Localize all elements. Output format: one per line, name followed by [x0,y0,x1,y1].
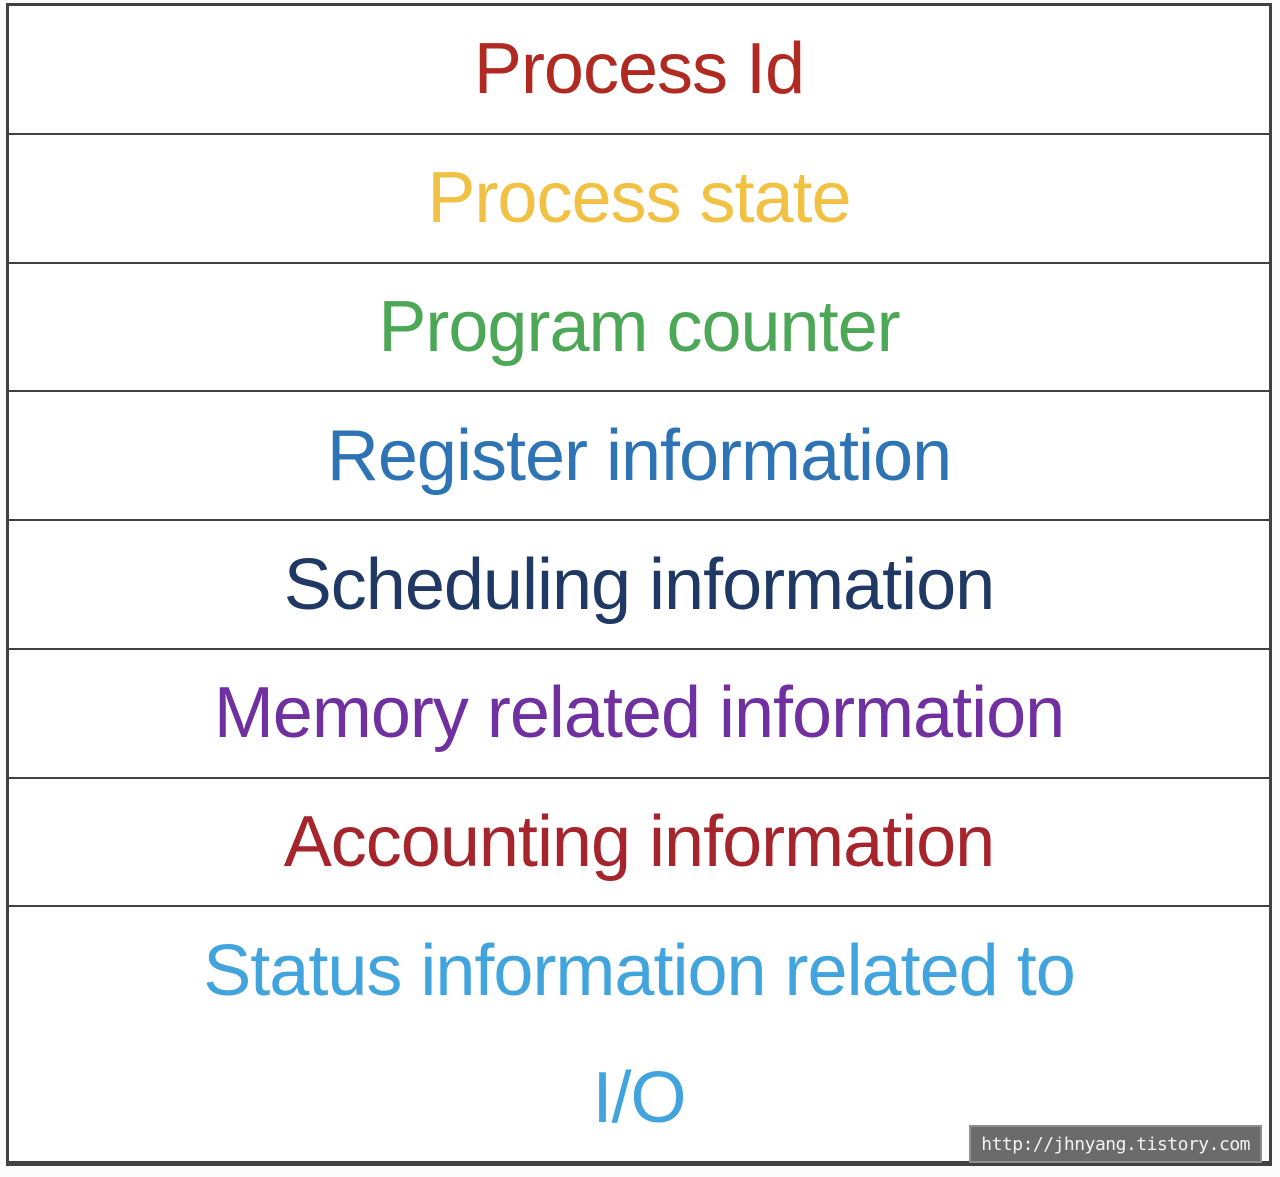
table-row-memory-related-information: Memory related information [9,650,1269,779]
table-row-process-id: Process Id [9,6,1269,135]
table-row-program-counter: Program counter [9,264,1269,393]
table-row-scheduling-information: Scheduling information [9,521,1269,650]
row-label: Accounting information [283,802,995,883]
row-label: Process state [427,158,851,239]
row-label: Scheduling information [283,544,995,625]
row-label-line-2: I/O [592,1057,686,1138]
row-label: Process Id [473,29,805,110]
row-label: Register information [326,415,952,496]
row-label-line-1: Status information related to [203,930,1076,1011]
watermark-url: http://jhnyang.tistory.com [969,1125,1262,1163]
table-row-process-state: Process state [9,135,1269,264]
pcb-table: Process Id Process state Program counter… [6,3,1272,1166]
row-label: Memory related information [213,673,1065,754]
table-row-accounting-information: Accounting information [9,779,1269,908]
row-label: Program counter [378,286,900,367]
table-row-register-information: Register information [9,392,1269,522]
table-row-status-information-io: Status information related to I/O [9,907,1269,1161]
